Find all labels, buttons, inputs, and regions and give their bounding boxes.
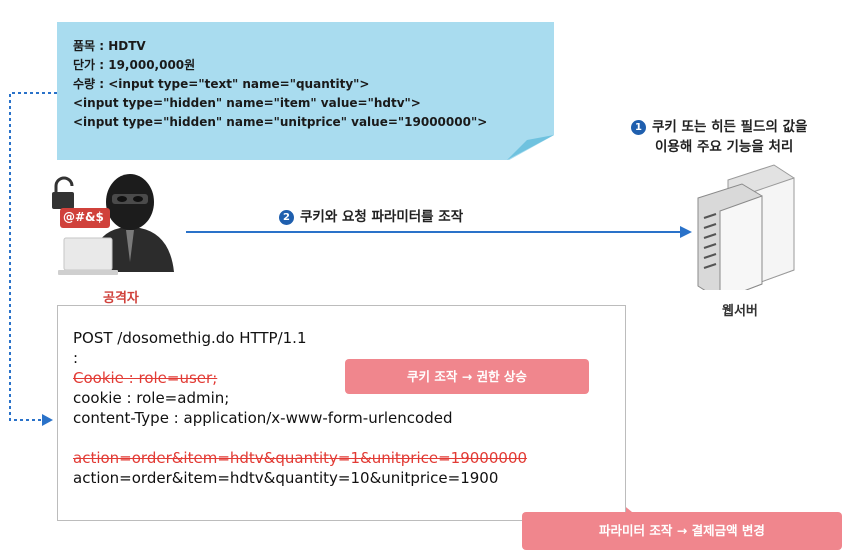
note-line-quantity: 수량 : <input type="text" name="quantity">	[73, 77, 370, 91]
http-request-text: POST /dosomethig.do HTTP/1.1 : Cookie : …	[73, 328, 527, 488]
note-line-hidden-price: <input type="hidden" name="unitprice" va…	[73, 115, 488, 129]
tampered-params: action=order&item=hdtv&quantity=10&unitp…	[73, 469, 499, 487]
server-icon	[697, 164, 795, 290]
request-separator: :	[73, 349, 79, 367]
attacker-label: 공격자	[103, 291, 139, 306]
step-2-caption: 2 쿠키와 요청 파라미터를 조작	[279, 205, 463, 225]
http-request-box	[57, 305, 626, 521]
note-line-item: 품목 : HDTV	[73, 39, 146, 53]
cookie-tamper-callout: 쿠키 조작 → 권한 상승	[345, 359, 589, 394]
unlocked-padlock-icon	[52, 176, 74, 209]
hacker-sign-text: @#&$	[63, 210, 104, 224]
step-1-badge: 1	[631, 119, 646, 135]
note-line-hidden-item: <input type="hidden" name="item" value="…	[73, 96, 421, 110]
blank-line	[73, 428, 527, 448]
hacker-icon	[52, 174, 174, 275]
param-tamper-callout: 파라미터 조작 → 결제금액 변경	[522, 512, 842, 550]
note-fold	[507, 135, 554, 160]
server-label: 웹서버	[722, 304, 758, 319]
step-1-line-2: 이용해 주요 기능을 처리	[655, 139, 794, 155]
request-line: POST /dosomethig.do HTTP/1.1	[73, 329, 307, 347]
content-type-header: content-Type : application/x-www-form-ur…	[73, 409, 453, 427]
note-text: 품목 : HDTV 단가 : 19,000,000원 수량 : <input t…	[73, 37, 487, 132]
note-line-price: 단가 : 19,000,000원	[73, 58, 196, 72]
form-note	[57, 22, 554, 160]
step-2-text: 쿠키와 요청 파라미터를 조작	[300, 209, 464, 225]
step-1-line-1: 쿠키 또는 히든 필드의 값을	[652, 119, 808, 135]
original-params: action=order&item=hdtv&quantity=1&unitpr…	[73, 449, 528, 467]
step-2-badge: 2	[279, 209, 294, 225]
step-1-caption: 1 쿠키 또는 히든 필드의 값을 이용해 주요 기능을 처리	[631, 117, 807, 157]
tampered-cookie: cookie : role=admin;	[73, 389, 230, 407]
original-cookie: Cookie : role=user;	[73, 369, 218, 387]
